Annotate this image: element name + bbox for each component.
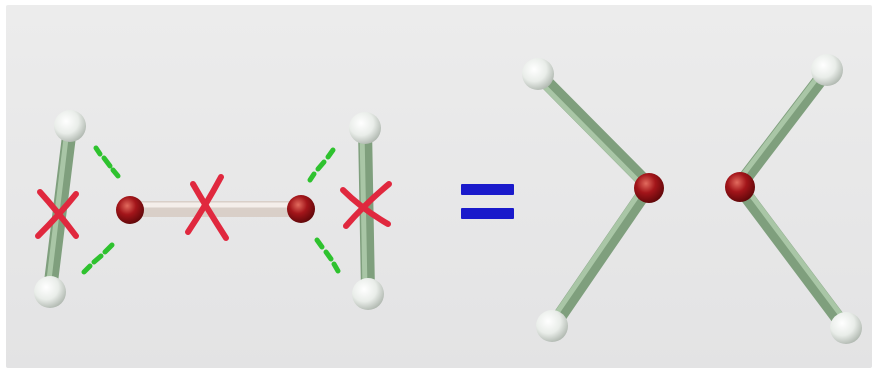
white-atom: [522, 58, 554, 90]
white-atom-top-right: [349, 112, 381, 144]
white-atom: [536, 310, 568, 342]
white-atom: [830, 312, 862, 344]
red-atom: [725, 172, 755, 202]
white-atom: [811, 54, 843, 86]
red-atom-right: [287, 195, 315, 223]
red-atom: [634, 173, 664, 203]
white-atom-top-left: [54, 110, 86, 142]
white-atom-bottom-left: [34, 276, 66, 308]
white-atom-bottom-right: [352, 278, 384, 310]
red-atom-left: [116, 196, 144, 224]
